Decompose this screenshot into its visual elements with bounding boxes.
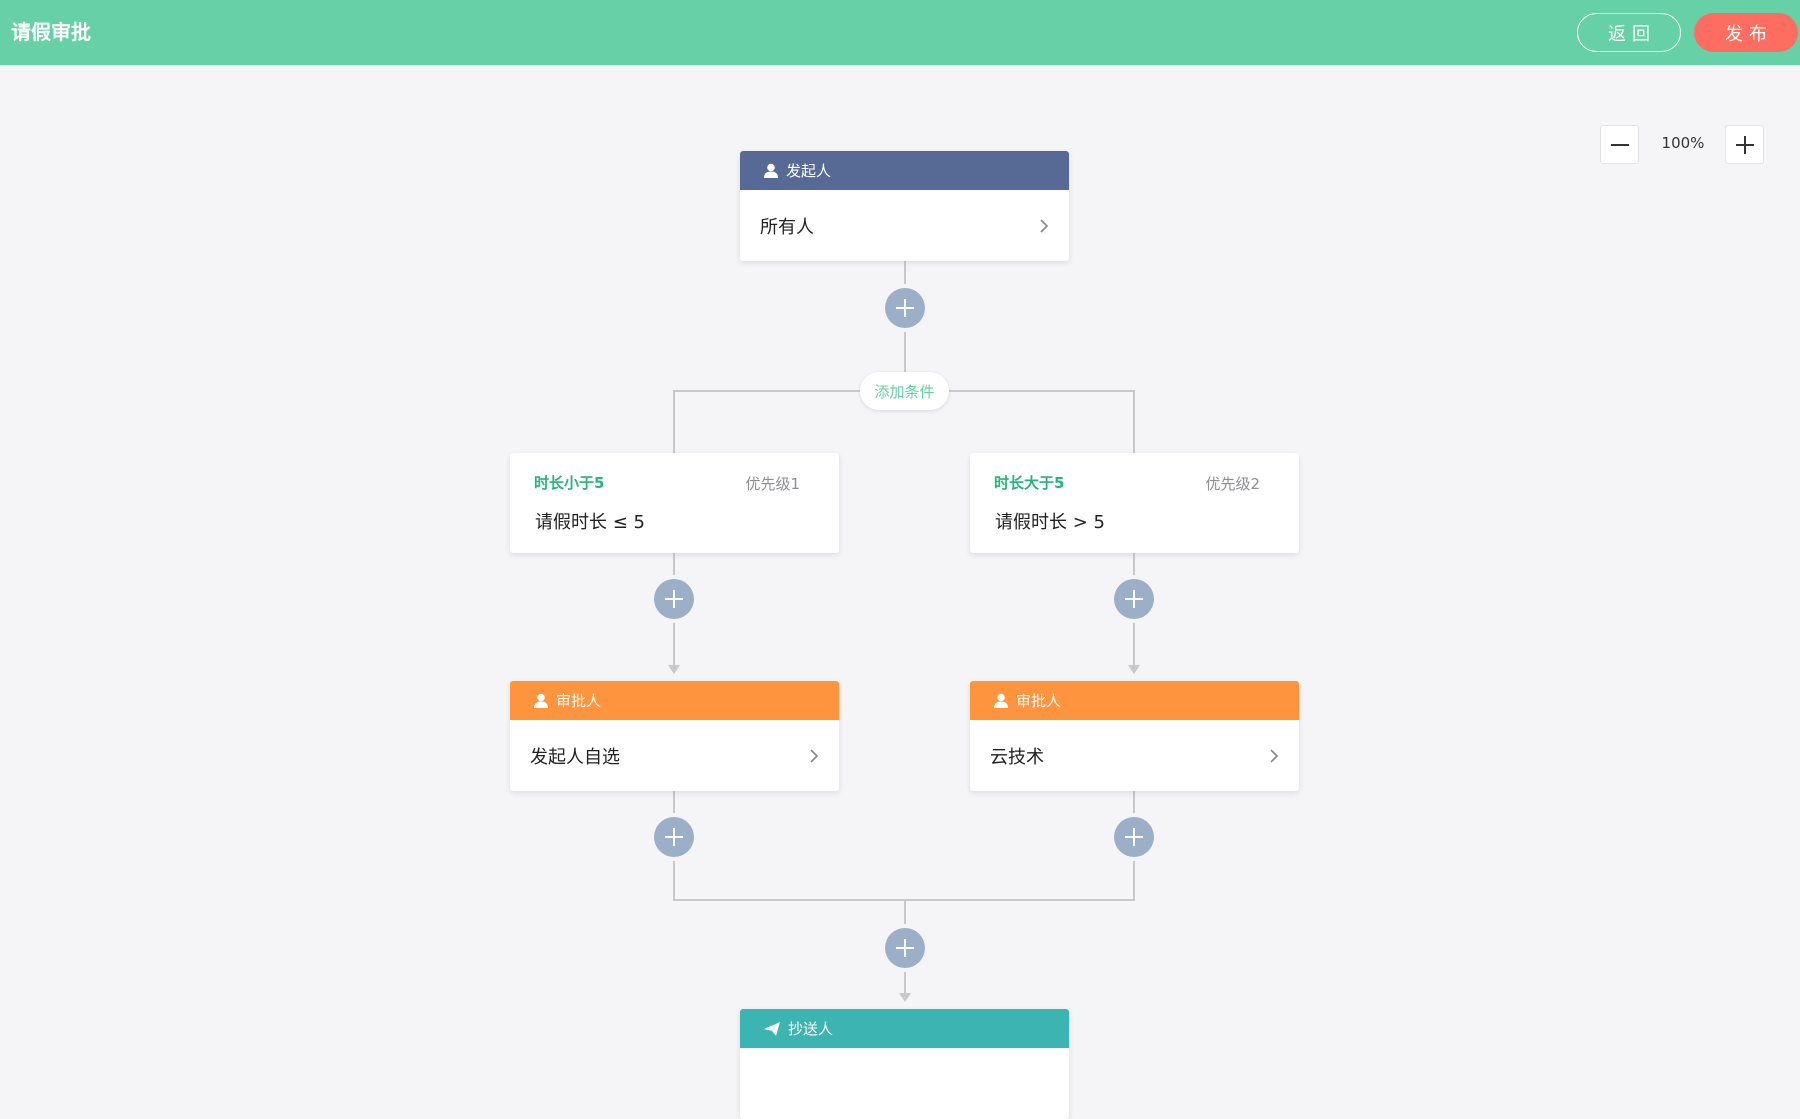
arrow-down-icon	[668, 665, 680, 674]
node-header: 抄送人	[740, 1009, 1069, 1048]
approver-node[interactable]: 审批人 发起人自选	[510, 681, 839, 791]
node-header: 审批人	[510, 681, 839, 720]
add-condition-button[interactable]: 添加条件	[860, 372, 949, 410]
node-body: 发起人自选	[510, 720, 839, 791]
initiator-node[interactable]: 发起人 所有人	[740, 151, 1069, 261]
chevron-right-icon	[1039, 218, 1049, 234]
cc-node[interactable]: 抄送人	[740, 1009, 1069, 1119]
user-icon	[764, 163, 778, 178]
condition-node[interactable]: 时长小于5 优先级1 请假时长 ≤ 5	[510, 453, 839, 553]
plus-icon	[1125, 828, 1143, 846]
top-bar: 请假审批 返回 发布	[0, 0, 1800, 65]
zoom-out-button[interactable]	[1600, 125, 1639, 164]
zoom-in-button[interactable]	[1725, 125, 1764, 164]
connector-line	[1133, 390, 1135, 453]
add-node-button[interactable]	[885, 928, 925, 968]
node-header-label: 发起人	[786, 162, 832, 180]
node-header: 审批人	[970, 681, 1299, 720]
node-body: 云技术	[970, 720, 1299, 791]
condition-title: 时长大于5	[994, 474, 1065, 492]
approver-node[interactable]: 审批人 云技术	[970, 681, 1299, 791]
node-value: 所有人	[760, 216, 814, 238]
add-node-button[interactable]	[654, 579, 694, 619]
condition-priority: 优先级2	[1205, 475, 1260, 493]
page-title: 请假审批	[11, 20, 91, 44]
add-node-button[interactable]	[1114, 817, 1154, 857]
node-header-label: 抄送人	[788, 1020, 834, 1038]
zoom-level: 100%	[1661, 134, 1705, 152]
add-node-button[interactable]	[885, 288, 925, 328]
add-node-button[interactable]	[654, 817, 694, 857]
condition-node[interactable]: 时长大于5 优先级2 请假时长 > 5	[970, 453, 1299, 553]
send-icon	[764, 1021, 780, 1036]
node-value: 发起人自选	[530, 746, 620, 768]
condition-priority: 优先级1	[745, 475, 800, 493]
back-button[interactable]: 返回	[1577, 13, 1681, 52]
add-node-button[interactable]	[1114, 579, 1154, 619]
minus-icon	[1610, 143, 1629, 146]
condition-expression: 请假时长 ≤ 5	[535, 512, 645, 533]
chevron-right-icon	[809, 748, 819, 764]
node-body: 所有人	[740, 190, 1069, 261]
node-header-label: 审批人	[556, 692, 602, 710]
node-body	[740, 1048, 1069, 1119]
plus-icon	[1735, 135, 1754, 154]
arrow-down-icon	[899, 993, 911, 1002]
node-header: 发起人	[740, 151, 1069, 190]
publish-button[interactable]: 发布	[1694, 13, 1798, 52]
user-icon	[534, 693, 548, 708]
plus-icon	[665, 590, 683, 608]
plus-icon	[1125, 590, 1143, 608]
arrow-down-icon	[1128, 665, 1140, 674]
condition-expression: 请假时长 > 5	[995, 512, 1105, 533]
node-value: 云技术	[990, 746, 1044, 768]
plus-icon	[665, 828, 683, 846]
user-icon	[994, 693, 1008, 708]
condition-title: 时长小于5	[534, 474, 605, 492]
node-header-label: 审批人	[1016, 692, 1062, 710]
chevron-right-icon	[1269, 748, 1279, 764]
plus-icon	[896, 939, 914, 957]
connector-line	[673, 390, 675, 453]
plus-icon	[896, 299, 914, 317]
